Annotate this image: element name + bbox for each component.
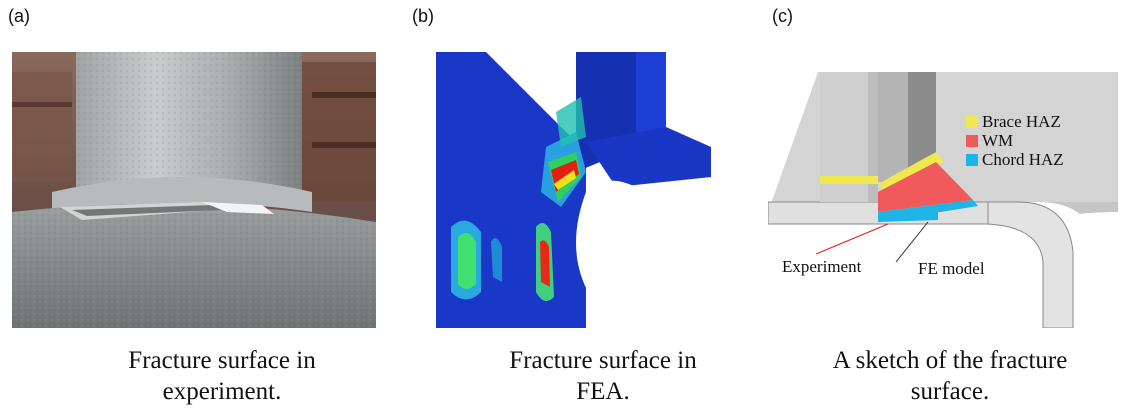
caption-a-line1: Fracture surface in xyxy=(128,347,316,374)
caption-a-line2: experiment. xyxy=(162,378,282,405)
caption-c-line1: A sketch of the fracture xyxy=(832,347,1068,374)
legend-label-brace-haz: Brace HAZ xyxy=(982,112,1061,131)
legend-label-chord-haz: Chord HAZ xyxy=(982,150,1064,169)
fe-model-annotation: FE model xyxy=(918,259,985,278)
legend-swatch-chord-haz xyxy=(966,154,978,166)
experiment-photo xyxy=(12,52,376,328)
caption-b-line2: FEA. xyxy=(576,378,630,405)
legend-label-wm: WM xyxy=(982,131,1013,150)
legend-swatch-brace-haz xyxy=(966,116,978,128)
caption-b: Fracture surface in FEA. xyxy=(433,345,773,407)
legend-swatch-wm xyxy=(966,135,978,147)
caption-c-line2: surface. xyxy=(910,378,990,405)
experiment-annotation: Experiment xyxy=(782,257,862,276)
caption-c: A sketch of the fracture surface. xyxy=(780,345,1120,407)
fracture-sketch: Brace HAZ WM Chord HAZ Experiment FE mod… xyxy=(768,52,1118,328)
fe-model-leader-line xyxy=(895,221,929,263)
fea-contour-plot xyxy=(436,52,716,328)
experiment-leader-line xyxy=(815,223,889,255)
caption-b-line1: Fracture surface in xyxy=(509,347,697,374)
panel-label-c: (c) xyxy=(772,6,793,26)
panel-label-b: (b) xyxy=(412,6,434,26)
caption-a: Fracture surface in experiment. xyxy=(52,345,392,407)
panel-label-a: (a) xyxy=(8,6,30,26)
